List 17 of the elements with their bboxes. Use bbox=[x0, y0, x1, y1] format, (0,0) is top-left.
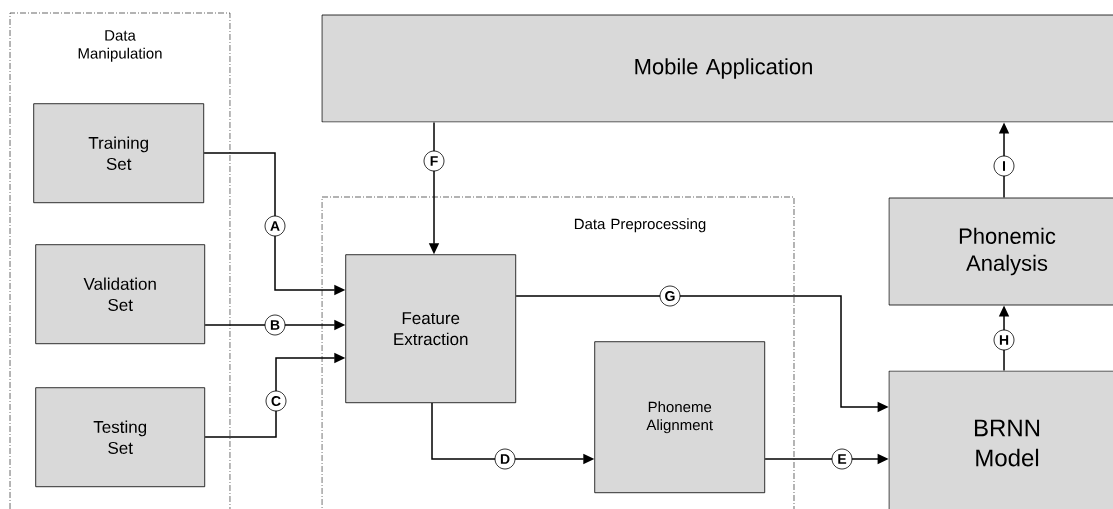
edge-label: E bbox=[831, 448, 853, 470]
edge-label: I bbox=[993, 155, 1015, 177]
process-box: Training Set bbox=[33, 103, 205, 204]
process-box: BRNN Model bbox=[888, 370, 1113, 509]
edge-label: G bbox=[659, 285, 681, 307]
edge-label: A bbox=[264, 215, 286, 237]
edge-label: D bbox=[494, 448, 516, 470]
process-box: Feature Extraction bbox=[345, 254, 517, 404]
edge-label: H bbox=[993, 329, 1015, 351]
process-box: Phonemic Analysis bbox=[888, 197, 1113, 306]
edge-label: F bbox=[423, 150, 445, 172]
process-box: Mobile Application bbox=[321, 14, 1113, 123]
edge-label: C bbox=[265, 390, 287, 412]
process-box: Testing Set bbox=[35, 387, 206, 488]
process-box: Validation Set bbox=[35, 244, 206, 345]
process-box: Phoneme Alignment bbox=[594, 341, 766, 494]
edge-label: B bbox=[264, 314, 286, 336]
